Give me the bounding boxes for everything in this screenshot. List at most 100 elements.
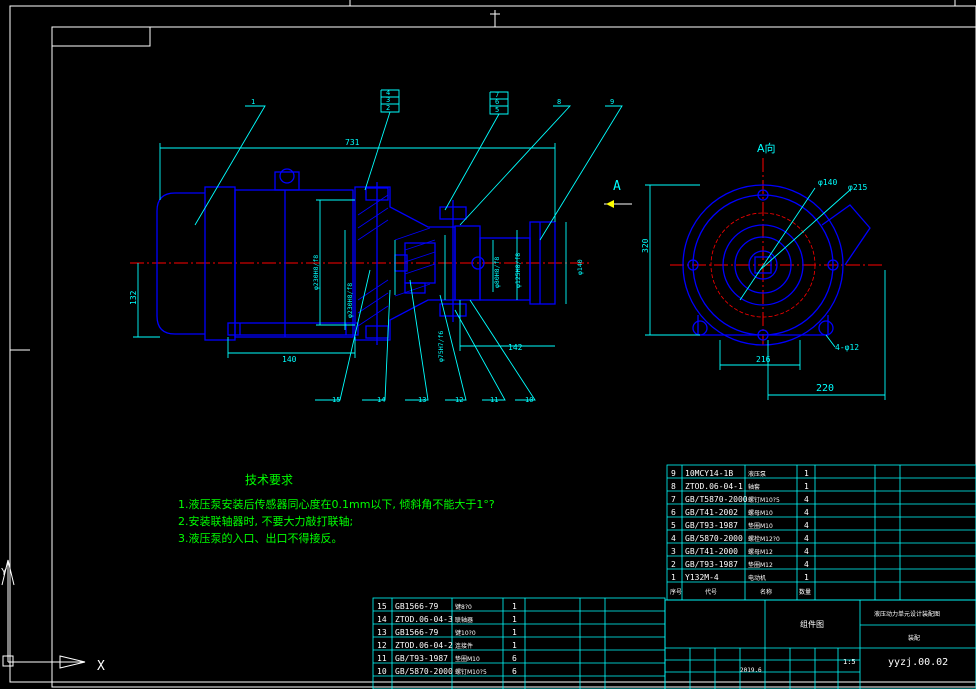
balloon-13: 13 — [418, 396, 426, 404]
bom-upper-table[interactable]: 9 10MCY14-1B 液压泵 1 8 ZTOD.06-04-1 轴套 1 7… — [666, 464, 976, 601]
balloon-9: 9 — [610, 98, 614, 106]
bom-lower-row-13-name: 键10?0 — [455, 629, 476, 637]
ucs-y-label: Y — [1, 567, 7, 578]
technical-notes: 技术要求 1.液压泵安装后传感器同心度在0.1mm以下, 倾斜角不能大于1°? … — [178, 473, 495, 545]
dim-outlet-diameter: φ125H8/f8 — [514, 253, 522, 288]
bom-upper-row-2-code: GB/T93-1987 — [685, 560, 738, 569]
bom-lower-row-13-no: 13 — [377, 628, 387, 637]
bom-upper-row-4-name: 螺栓M12?0 — [748, 535, 780, 543]
bom-upper-row-1-code: Y132M-4 — [685, 573, 719, 582]
bom-upper-row-1-no: 1 — [671, 573, 676, 582]
bom-upper-row-8-qty: 1 — [804, 482, 809, 491]
title-year: 2019.6 — [740, 667, 762, 674]
balloon-8: 8 — [557, 98, 561, 106]
coupling-housing[interactable] — [354, 182, 556, 345]
bom-upper-row-6-name: 螺母M10 — [748, 509, 773, 517]
title-block[interactable]: 组件图 液压动力单元设计装配图 装配 1:5 2019.6 yyzj.00.02 — [664, 599, 976, 689]
title-drawing-number: yyzj.00.02 — [888, 657, 948, 668]
balloon-3: 3 — [386, 96, 390, 104]
bom-upper-row-9-qty: 1 — [804, 469, 809, 478]
bom-lower-table[interactable]: 15 GB1566-79 键8?0 1 14 ZTOD.06-04-3 联轴器 … — [372, 597, 666, 689]
bom-lower-row-10-name: 螺钉M10?5 — [455, 668, 487, 676]
front-dimension-text: 731 132 140 142 φ230H8/f8 φ230H8/f8 φ75H… — [129, 138, 584, 364]
bom-lower-row-10-no: 10 — [377, 667, 387, 676]
side-dim-height: 320 — [641, 238, 650, 253]
side-view-label: A向 — [757, 141, 776, 155]
bom-upper-row-4-code: GB/5870-2000 — [685, 534, 743, 543]
bom-upper-row-1-name: 电动机 — [748, 574, 766, 582]
bom-upper-row-2-qty: 4 — [804, 560, 809, 569]
section-hatching — [357, 194, 436, 327]
view-a-arrow-label: A — [613, 179, 621, 194]
side-pitch-circle — [710, 212, 816, 318]
balloon-12: 12 — [455, 396, 463, 404]
side-dim-bolt: 4-φ12 — [835, 343, 859, 352]
balloon-5: 5 — [495, 106, 499, 114]
bom-upper-row-2-no: 2 — [671, 560, 676, 569]
bom-upper-row-8-no: 8 — [671, 482, 676, 491]
front-view[interactable]: 731 132 140 142 φ230H8/f8 φ230H8/f8 φ75H… — [129, 89, 632, 404]
bom-header-code: 代号 — [705, 588, 717, 596]
bom-upper-row-1-qty: 1 — [804, 573, 809, 582]
bom-lower-row-15-no: 15 — [377, 602, 387, 611]
bom-lower-row-11-code: GB/T93-1987 — [395, 654, 448, 663]
dim-overall-length: 731 — [345, 138, 360, 147]
bom-lower-row-13-qty: 1 — [512, 628, 517, 637]
drawing-frame — [9, 0, 976, 688]
dim-base-length: 140 — [282, 355, 297, 364]
ucs-x-label: X — [97, 659, 105, 674]
bom-upper-row-8-name: 轴套 — [748, 483, 760, 491]
bom-upper-row-5-qty: 4 — [804, 521, 809, 530]
bom-lower-row-10-code: GB/5870-2000 — [395, 667, 453, 676]
side-dimension-text: 320 φ140 φ215 4-φ12 216 220 — [641, 178, 867, 394]
side-dim-base: 216 — [756, 355, 771, 364]
dim-right-length: 142 — [508, 343, 523, 352]
side-dim-d1: φ140 — [818, 178, 837, 187]
bom-lower-row-12-no: 12 — [377, 641, 387, 650]
motor-body[interactable] — [156, 168, 359, 341]
balloon-15: 15 — [332, 396, 340, 404]
bom-header-qty: 数量 — [799, 588, 811, 596]
view-a-arrow: A — [604, 179, 632, 208]
bom-upper-row-5-name: 垫圈M10 — [748, 522, 773, 530]
ucs-icon — [1, 559, 86, 669]
balloon-2: 2 — [386, 104, 390, 112]
bom-upper-row-7-name: 螺钉M10?5 — [748, 496, 780, 504]
notes-line-3: 3.液压泵的入口、出口不得接反。 — [178, 531, 343, 545]
title-product-name: 液压动力单元设计装配图 — [874, 610, 940, 618]
side-dim-d2: φ215 — [848, 183, 867, 192]
balloon-7: 7 — [495, 91, 499, 99]
bom-lower-row-12-name: 连接件 — [455, 642, 473, 650]
balloon-1: 1 — [251, 98, 255, 106]
side-dimensions — [645, 184, 886, 400]
dim-inner-diameter-1: φ75H7/f6 — [437, 331, 445, 362]
bom-lower-row-12-qty: 1 — [512, 641, 517, 650]
dim-motor-height: 132 — [129, 290, 138, 305]
balloon-numbers: 4 3 2 7 6 5 8 9 1 15 14 13 12 11 10 — [251, 89, 614, 404]
side-view[interactable]: A向 — [641, 141, 886, 400]
bom-lower-row-11-qty: 6 — [512, 654, 517, 663]
bom-upper-row-6-no: 6 — [671, 508, 676, 517]
bom-upper-row-7-code: GB/T5870-2000 — [685, 495, 748, 504]
bom-upper-row-9-no: 9 — [671, 469, 676, 478]
balloon-leaders — [194, 89, 623, 401]
notes-line-1: 1.液压泵安装后传感器同心度在0.1mm以下, 倾斜角不能大于1°? — [178, 497, 495, 511]
dim-housing-diameter: φ230H8/f8 — [312, 255, 320, 290]
bom-lower-row-15-name: 键8?0 — [455, 603, 472, 611]
bom-lower-row-13-code: GB1566-79 — [395, 628, 439, 637]
bom-lower-row-14-qty: 1 — [512, 615, 517, 624]
notes-line-2: 2.安装联轴器时, 不要大力敲打联轴; — [178, 514, 353, 528]
side-dim-width: 220 — [816, 383, 834, 394]
title-drawing-name: 组件图 — [800, 619, 824, 629]
bom-upper-row-3-qty: 4 — [804, 547, 809, 556]
bom-upper-row-4-no: 4 — [671, 534, 676, 543]
bom-upper-row-3-code: GB/T41-2000 — [685, 547, 738, 556]
side-view-outline[interactable] — [682, 184, 871, 346]
bom-lower-row-14-name: 联轴器 — [455, 616, 473, 624]
bom-lower-row-11-no: 11 — [377, 654, 387, 663]
balloon-14: 14 — [377, 396, 385, 404]
bom-upper-row-5-code: GB/T93-1987 — [685, 521, 738, 530]
bom-upper-row-8-code: ZTOD.06-04-1 — [685, 482, 743, 491]
bom-lower-row-15-code: GB1566-79 — [395, 602, 439, 611]
